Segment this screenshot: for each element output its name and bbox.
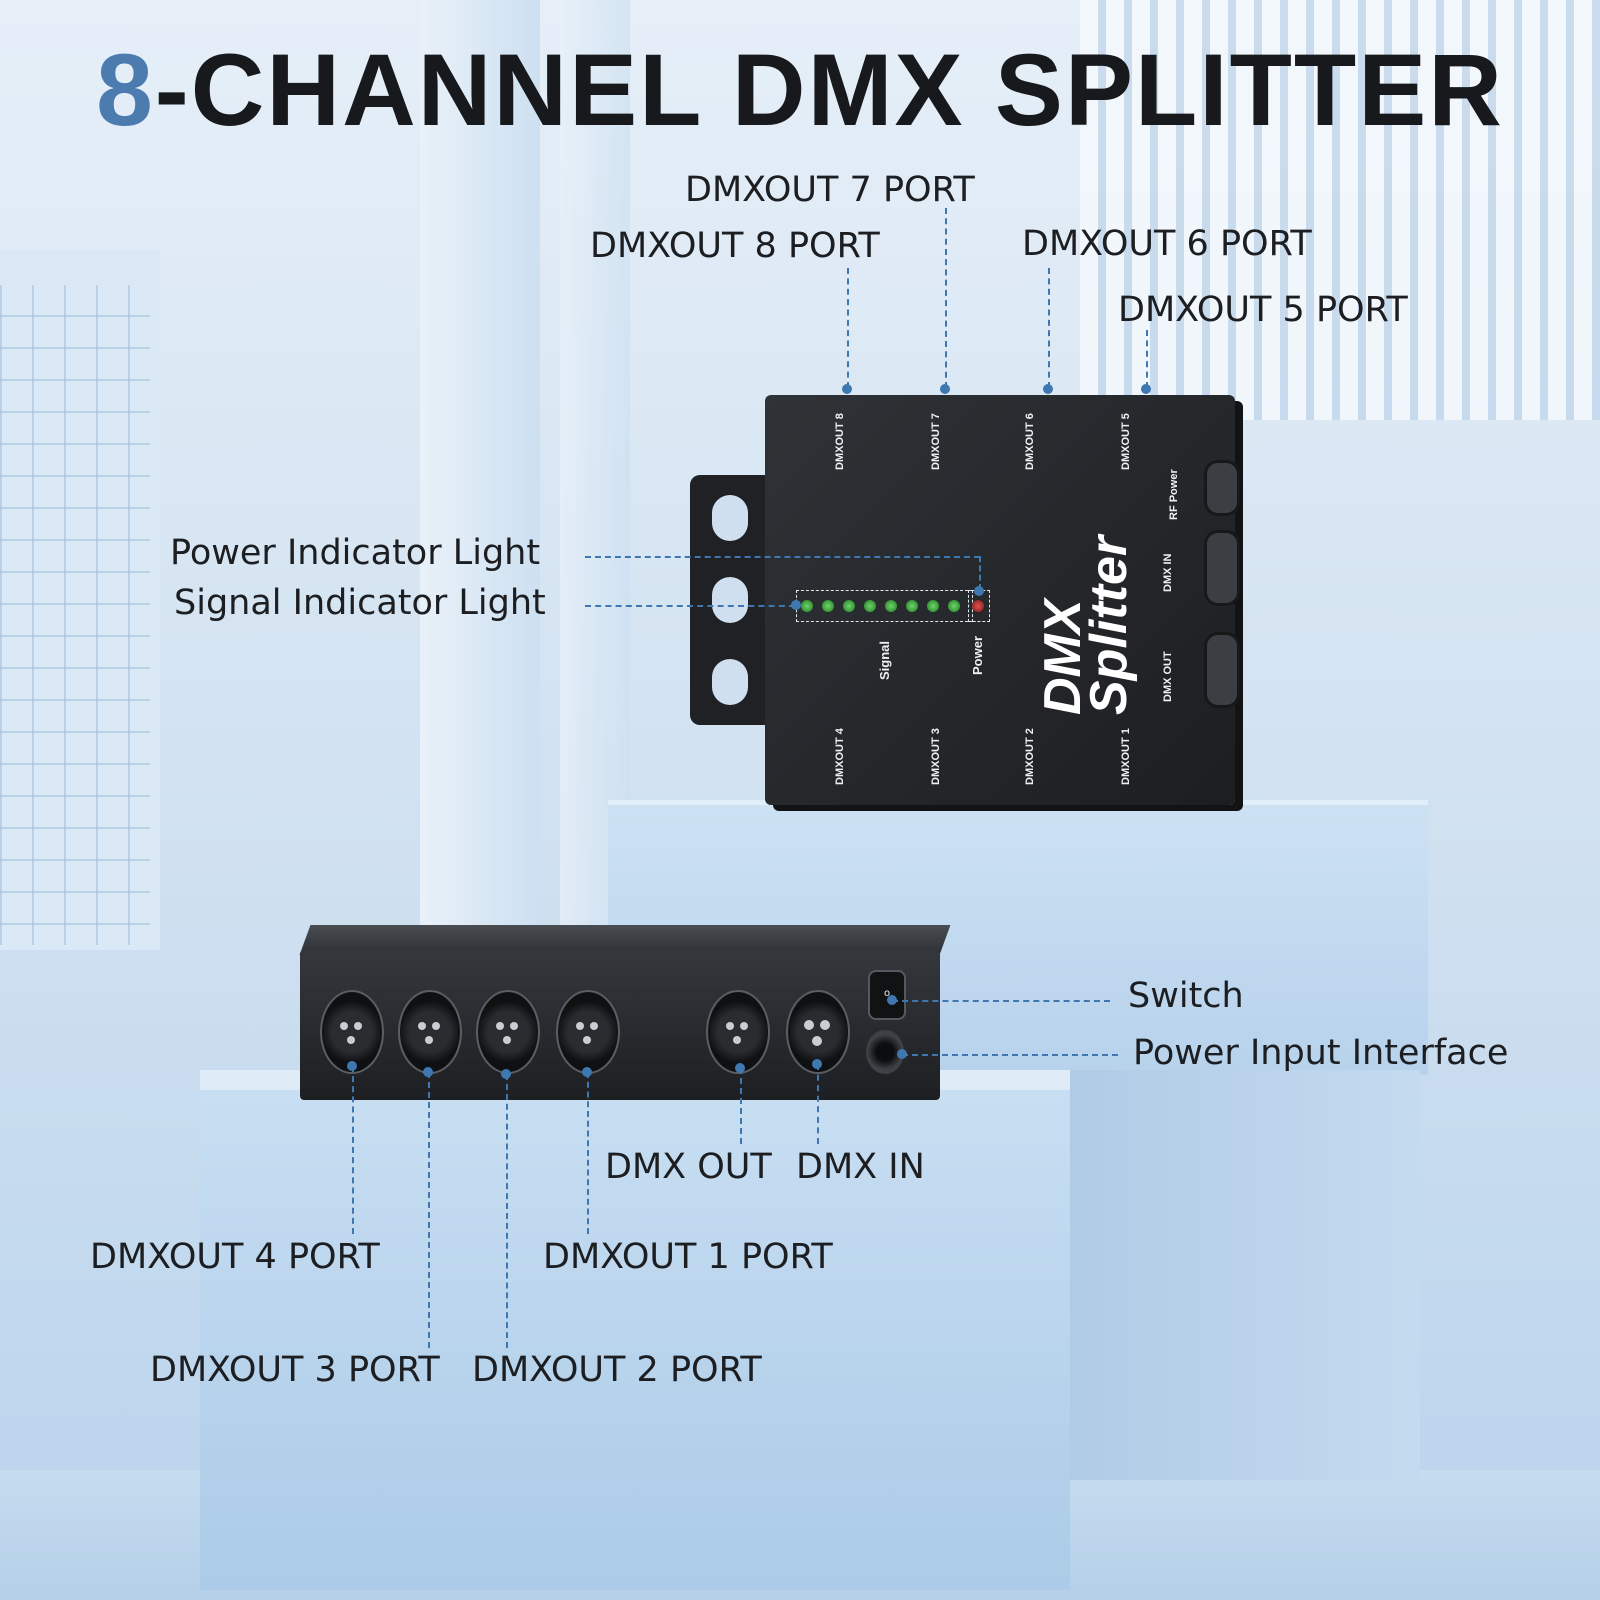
leader-dot xyxy=(940,384,950,394)
silk-dmxout-7: DMXOUT 7 xyxy=(930,413,942,470)
rf-power-jack xyxy=(1204,460,1240,516)
bracket-hole xyxy=(712,659,748,705)
dmx-in-jack xyxy=(1204,530,1240,606)
power-switch: o xyxy=(868,970,906,1020)
bracket-hole xyxy=(712,495,748,541)
silk-signal: Signal xyxy=(877,640,892,680)
leader-dot xyxy=(897,1049,907,1059)
signal-led xyxy=(801,600,813,612)
silk-dmx-in: DMX IN xyxy=(1162,553,1174,593)
callout-dmxout-6: DMXOUT 6 PORT xyxy=(1022,224,1312,264)
leader-dmx-in xyxy=(817,1064,819,1144)
signal-led xyxy=(885,600,897,612)
xlr-female-port-3 xyxy=(398,990,462,1074)
leader-dot xyxy=(347,1061,357,1071)
silk-dmxout-8: DMXOUT 8 xyxy=(834,413,846,470)
callout-signal-indicator: Signal Indicator Light xyxy=(174,583,546,623)
leader-dot xyxy=(582,1067,592,1077)
leader-dmxout-7 xyxy=(945,208,947,388)
leader-dmxout-8 xyxy=(847,268,849,388)
callout-dmxout-7: DMXOUT 7 PORT xyxy=(685,170,975,210)
leader-dot xyxy=(1043,384,1053,394)
callout-dmxout-1: DMXOUT 1 PORT xyxy=(543,1237,833,1277)
background-tile-grid xyxy=(0,285,150,945)
callout-dmxout-8: DMXOUT 8 PORT xyxy=(590,226,880,266)
bracket-hole xyxy=(712,577,748,623)
signal-led xyxy=(822,600,834,612)
leader-dot xyxy=(735,1063,745,1073)
leader-switch xyxy=(892,1000,1110,1002)
callout-dmxout-5: DMXOUT 5 PORT xyxy=(1118,290,1408,330)
pedestal-side xyxy=(1070,1070,1420,1480)
signal-led xyxy=(948,600,960,612)
callout-power-indicator: Power Indicator Light xyxy=(170,533,541,573)
leader-dmxout-6 xyxy=(1048,268,1050,388)
leader-dmxout-5 xyxy=(1146,330,1148,388)
signal-led xyxy=(843,600,855,612)
xlr-dmx-out-port xyxy=(706,990,770,1074)
mounting-bracket xyxy=(690,475,770,725)
leader-dot xyxy=(842,384,852,394)
signal-led xyxy=(906,600,918,612)
leader-dot xyxy=(887,995,897,1005)
silk-dmxout-5: DMXOUT 5 xyxy=(1120,413,1132,470)
callout-dmxout-3: DMXOUT 3 PORT xyxy=(150,1350,440,1390)
leader-dmxout-3 xyxy=(428,1072,430,1348)
leader-dmx-out xyxy=(740,1068,742,1144)
brand-line-2: Splitter xyxy=(1080,535,1138,715)
leader-power-indicator xyxy=(585,556,980,558)
silk-power: Power xyxy=(970,635,985,675)
callout-dmxout-4: DMXOUT 4 PORT xyxy=(90,1237,380,1277)
xlr-female-port-2 xyxy=(476,990,540,1074)
leader-dot xyxy=(423,1067,433,1077)
leader-dot xyxy=(812,1059,822,1069)
silk-rf-power: RF Power xyxy=(1168,469,1180,520)
splitter-top-view xyxy=(765,395,1235,805)
leader-dot xyxy=(974,586,984,596)
background-slats xyxy=(1080,0,1600,420)
silk-dmx-out: DMX OUT xyxy=(1162,651,1174,702)
leader-dmxout-1 xyxy=(587,1072,589,1234)
silk-dmxout-4: DMXOUT 4 xyxy=(834,728,846,785)
leader-power-indicator-drop xyxy=(979,556,981,590)
xlr-female-port-4 xyxy=(320,990,384,1074)
callout-dmxout-2: DMXOUT 2 PORT xyxy=(472,1350,762,1390)
title-rest: -CHANNEL DMX SPLITTER xyxy=(154,33,1504,147)
xlr-dmx-in-port xyxy=(786,990,850,1074)
leader-dot xyxy=(1141,384,1151,394)
leader-signal-indicator xyxy=(585,605,795,607)
leader-power-input xyxy=(902,1054,1118,1056)
callout-dmx-in: DMX IN xyxy=(796,1147,925,1187)
leader-dot xyxy=(791,600,801,610)
silk-dmxout-2: DMXOUT 2 xyxy=(1024,728,1036,785)
signal-led xyxy=(864,600,876,612)
leader-dmxout-4 xyxy=(352,1066,354,1234)
leader-dmxout-2 xyxy=(506,1074,508,1348)
power-led xyxy=(972,600,984,612)
title-accent: 8 xyxy=(96,33,155,147)
callout-power-input: Power Input Interface xyxy=(1133,1033,1509,1073)
signal-led xyxy=(927,600,939,612)
silk-dmxout-6: DMXOUT 6 xyxy=(1024,413,1036,470)
callout-dmx-out: DMX OUT xyxy=(605,1147,772,1187)
pedestal-front xyxy=(200,1090,1070,1590)
xlr-female-port-1 xyxy=(556,990,620,1074)
dmx-out-jack xyxy=(1204,632,1240,708)
leader-dot xyxy=(501,1069,511,1079)
callout-switch: Switch xyxy=(1128,976,1244,1016)
page-title: 8-CHANNEL DMX SPLITTER xyxy=(0,32,1600,149)
silk-dmxout-1: DMXOUT 1 xyxy=(1120,728,1132,785)
silk-dmxout-3: DMXOUT 3 xyxy=(930,728,942,785)
